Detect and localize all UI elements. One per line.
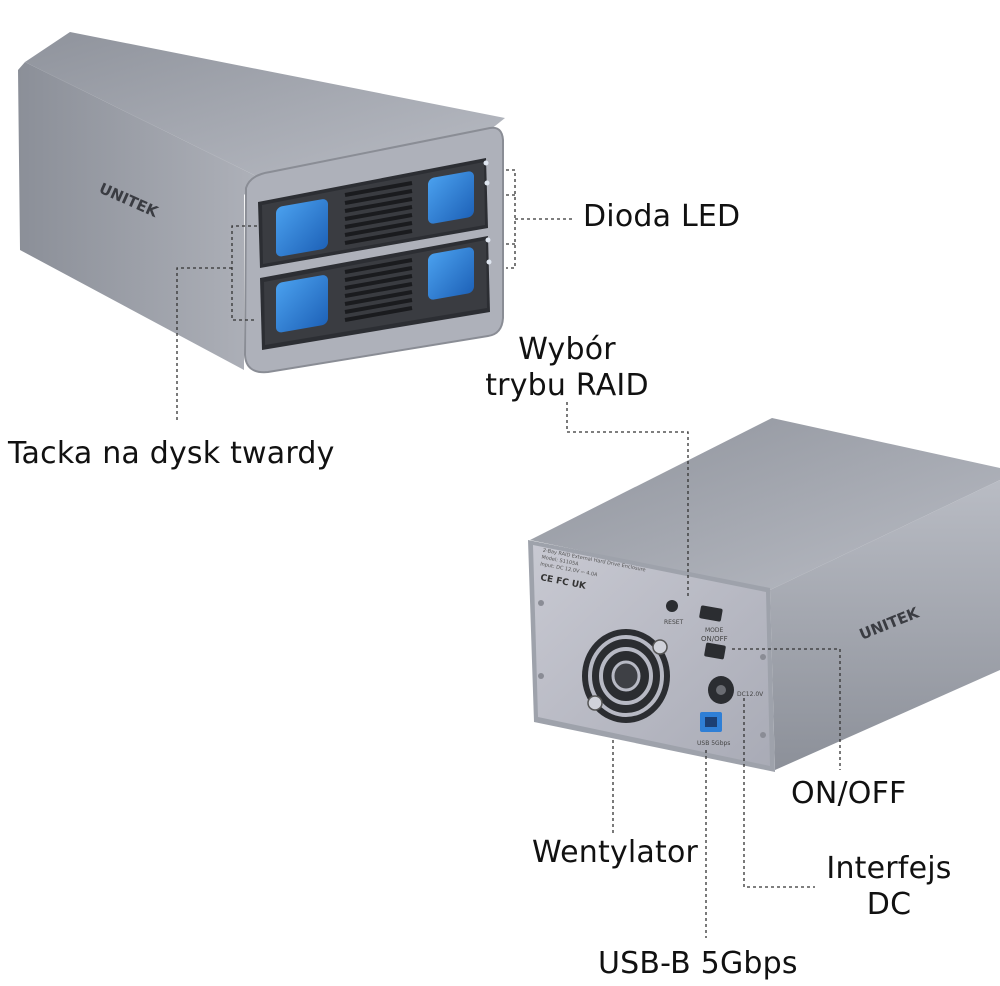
- front-side-face: [18, 62, 260, 370]
- onoff-line: [732, 648, 841, 770]
- dc-jack: [708, 676, 734, 704]
- label-fan: Wentylator: [532, 835, 699, 870]
- upper-drive-tray[interactable]: [258, 158, 488, 268]
- dc-panel-label: DC12.0V: [737, 691, 764, 698]
- tray-handle-right-lower[interactable]: [428, 246, 474, 300]
- front-enclosure: UNITEK: [18, 32, 505, 374]
- vent-grille: [344, 181, 413, 245]
- label-raid-line1: Wybór: [518, 332, 616, 367]
- lower-drive-tray[interactable]: [260, 236, 490, 350]
- callout-lines: [176, 169, 841, 938]
- usb-panel-label: USB 5Gbps: [697, 740, 730, 747]
- tray-handle-left-lower[interactable]: [276, 274, 328, 333]
- rear-top-face: [530, 418, 1000, 590]
- label-raid-line2: trybu RAID: [485, 368, 649, 403]
- fan-screw-bottom: [587, 695, 603, 711]
- onoff-panel-label: ON/OFF: [701, 635, 728, 643]
- fan: [582, 629, 670, 723]
- label-onoff: ON/OFF: [791, 776, 907, 811]
- tray-line: [231, 225, 257, 321]
- label-usb: USB-B 5Gbps: [598, 946, 798, 981]
- label-dc-line1: Interfejs: [826, 851, 952, 886]
- label-raid: Wybór trybu RAID: [478, 332, 656, 404]
- label-tray: Tacka na dysk twardy: [8, 436, 335, 471]
- rear-enclosure: RESET MODE ON/OFF DC12.0V USB 5Gbps 2-Ba…: [528, 418, 1000, 772]
- led-indicators: [483, 160, 492, 265]
- reset-label: RESET: [664, 619, 684, 626]
- raid-mode-switch[interactable]: [699, 605, 723, 622]
- raid-line: [566, 402, 689, 596]
- dc-line: [743, 698, 815, 888]
- label-dc: Interfejs DC: [816, 851, 962, 923]
- tray-handle-left[interactable]: [276, 198, 328, 257]
- usb-b-port: [700, 712, 722, 732]
- label-led: Dioda LED: [583, 199, 741, 234]
- panel-screws: [538, 600, 766, 738]
- rear-side-face: [770, 480, 1000, 770]
- fan-screw-top: [652, 639, 668, 655]
- mode-label: MODE: [705, 627, 724, 634]
- front-top-face: [25, 32, 505, 178]
- power-switch[interactable]: [704, 642, 726, 660]
- label-dc-line2: DC: [866, 887, 912, 922]
- reset-button[interactable]: [666, 600, 678, 612]
- led-line: [506, 169, 516, 269]
- tray-handle-right[interactable]: [428, 170, 474, 224]
- vent-grille-lower: [344, 258, 413, 322]
